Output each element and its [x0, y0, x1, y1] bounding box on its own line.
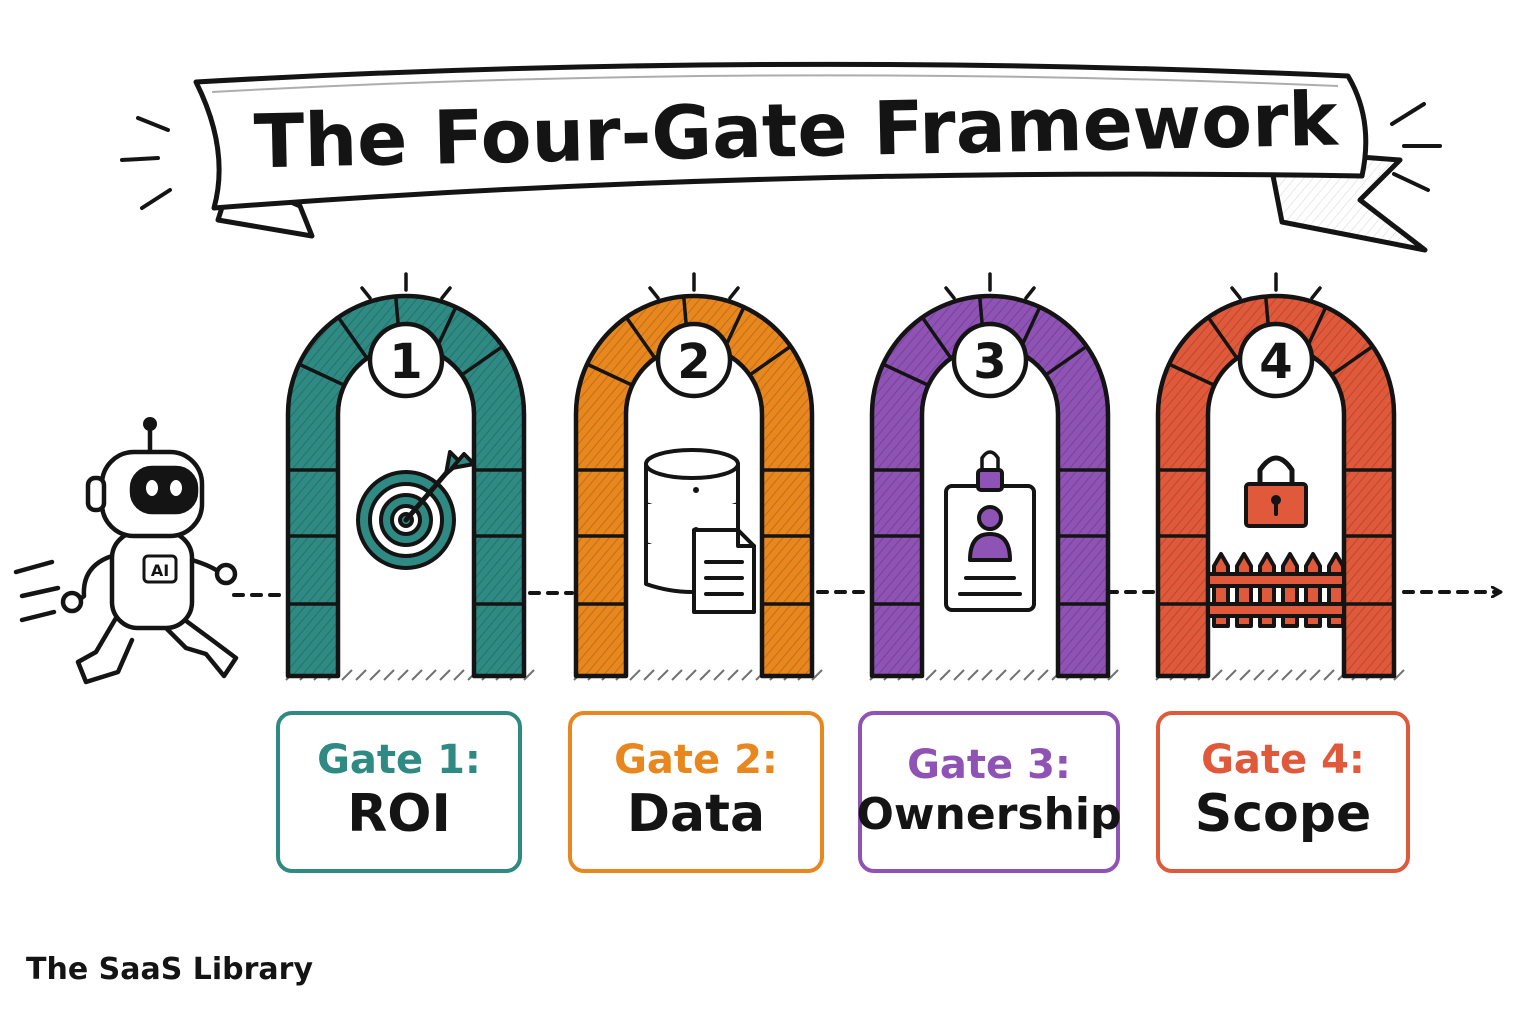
- gate-1-label: Gate 1:: [317, 736, 481, 783]
- gate-4-name: Scope: [1194, 783, 1372, 844]
- database-document-icon: [644, 448, 756, 614]
- speed-lines-icon: [13, 559, 61, 623]
- gate-3-label: Gate 3:: [907, 741, 1071, 788]
- title-banner: The Four-Gate Framework: [120, 61, 1442, 253]
- path-dashes: [232, 592, 1500, 595]
- gate-3-number: 3: [973, 334, 1006, 390]
- brand-name: The SaaS Library: [26, 952, 314, 987]
- gate-3-arch: 3: [869, 272, 1119, 681]
- target-icon: [356, 450, 476, 570]
- gate-3-name: Ownership: [856, 788, 1122, 840]
- gate-2-arch: 2: [573, 272, 823, 681]
- gate-3-card: Gate 3:Ownership: [856, 711, 1122, 873]
- sparkle-lines-left: [120, 116, 172, 210]
- gate-2-name: Data: [626, 783, 766, 844]
- gate-2-card: Gate 2:Data: [568, 711, 824, 873]
- gate-4-number: 4: [1259, 334, 1292, 390]
- gate-1-number: 1: [389, 334, 422, 390]
- gate-1-card: Gate 1:ROI: [276, 711, 522, 873]
- lock-fence-icon: [1206, 455, 1346, 628]
- gate-4-arch: 4: [1155, 272, 1405, 681]
- gate-2-number: 2: [677, 334, 710, 390]
- brick-lines: [1158, 296, 1394, 606]
- sparkle-lines: [360, 272, 452, 300]
- fence-icon: [1206, 552, 1346, 628]
- gate-1-arch: 1: [285, 272, 535, 681]
- gate-1-name: ROI: [347, 783, 451, 844]
- gate-4-label: Gate 4:: [1201, 736, 1365, 783]
- gate-1-number-badge: [367, 321, 445, 399]
- sparkle-lines: [648, 272, 740, 300]
- gate-3-number-badge: [951, 321, 1029, 399]
- brick-lines: [288, 296, 524, 606]
- robot-badge-label: AI: [151, 561, 169, 580]
- gate-2-label: Gate 2:: [614, 736, 778, 783]
- sparkle-lines: [944, 272, 1036, 300]
- id-badge-icon: [944, 450, 1036, 612]
- gate-4-number-badge: [1237, 321, 1315, 399]
- sparkle-lines: [1230, 272, 1322, 300]
- gate-2-number-badge: [655, 321, 733, 399]
- robot-character: AI: [13, 417, 239, 685]
- sparkle-lines-right: [1390, 102, 1442, 192]
- gate-4-card: Gate 4:Scope: [1156, 711, 1410, 873]
